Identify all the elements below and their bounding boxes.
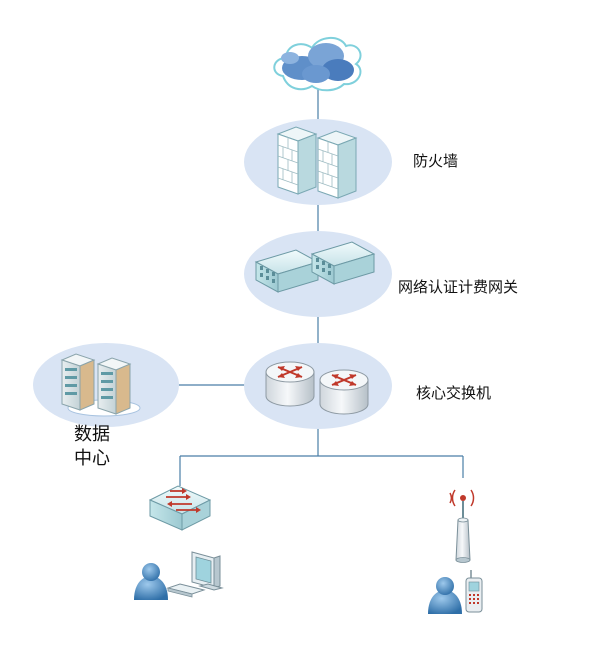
server-rack-icon — [60, 353, 141, 417]
pc-icon — [166, 551, 224, 598]
firewall-icon — [276, 126, 358, 199]
router-icon — [319, 369, 369, 415]
datacenter-label: 数据 中心 — [74, 423, 110, 471]
phone-icon — [465, 570, 483, 613]
router-icon — [265, 361, 315, 407]
switch-icon — [148, 485, 212, 531]
antenna-icon — [449, 489, 475, 563]
user-icon — [428, 577, 462, 614]
firewall-label: 防火墙 — [413, 152, 459, 170]
core-switch-label: 核心交换机 — [416, 384, 492, 402]
links — [178, 88, 464, 486]
datacenter-label-line1: 数据 — [74, 424, 110, 445]
cloud-icon — [273, 37, 362, 92]
user-icon — [134, 563, 168, 600]
gateway-label: 网络认证计费网关 — [398, 278, 519, 296]
datacenter-label-line2: 中心 — [74, 448, 110, 469]
gateway-icon — [254, 241, 376, 293]
